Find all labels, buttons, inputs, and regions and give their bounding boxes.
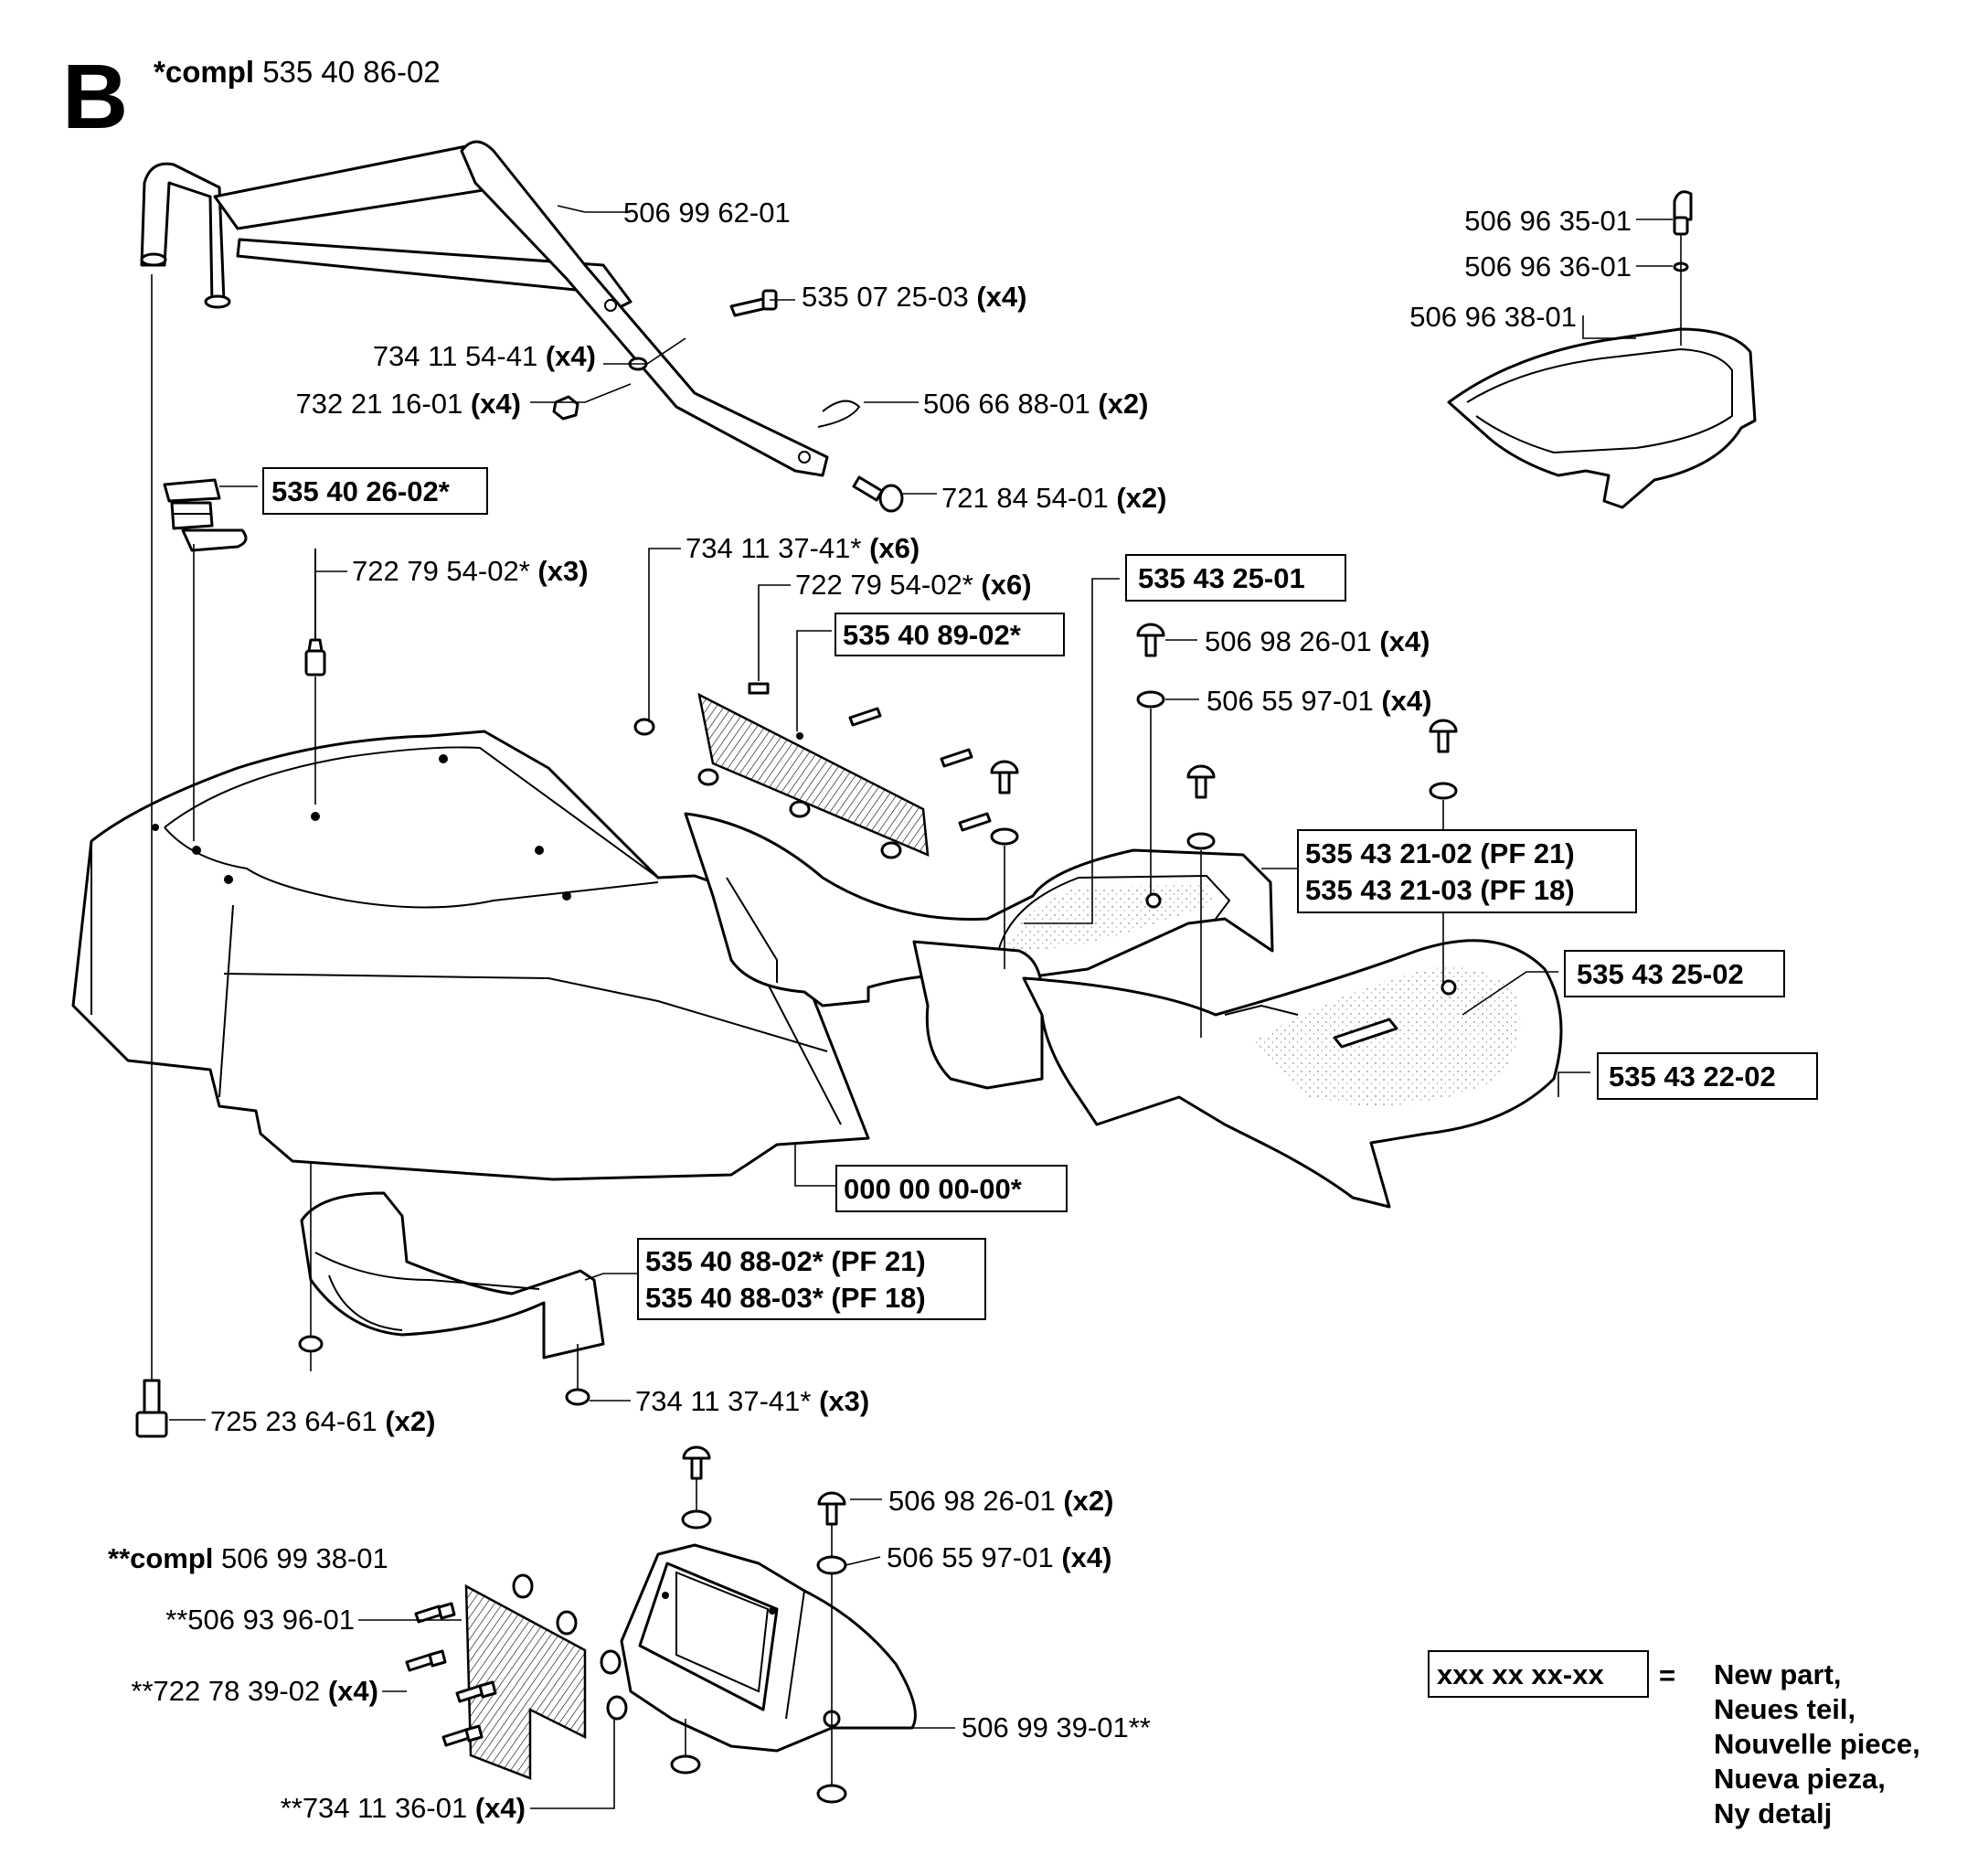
label-washer-right: 506 55 97-01 (x4) [1207,685,1431,717]
legend-line-4: Nueva pieza, [1714,1763,1886,1795]
label-chute-pf21: 535 40 88-02* (PF 21) [645,1245,926,1277]
leader-lines [169,205,1673,1809]
label-hairpin: 506 66 88-01 (x2) [923,388,1148,420]
handle-part [140,140,829,477]
seat-cover-part [1447,327,1757,509]
label-shell-right-top: 535 43 25-01 [1138,562,1305,594]
label-washer-chute: 734 11 37-41* (x3) [635,1385,869,1417]
label-washer-grille: 734 11 37-41* (x6) [686,532,920,564]
washer-right-icon [990,690,1458,850]
label-bolt-top: 535 07 25-03 (x4) [802,281,1026,313]
washer-chute-left-icon [298,1335,324,1353]
legend-line-3: Nouvelle piece, [1714,1728,1920,1760]
label-washer-grille-bottom: **734 11 36-01 (x4) [281,1792,526,1824]
knob-screw-icon [1673,190,1693,236]
label-tray-pf21: 535 43 21-02 (PF 21) [1305,837,1575,869]
washer-grille-icon [633,718,902,859]
chute-part [300,1191,605,1359]
bolt-left-icon [135,1379,168,1438]
section-letter: B [62,46,128,148]
grille-part [697,692,930,857]
label-chute-pf18: 535 40 88-03* (PF 18) [645,1282,926,1314]
label-rivet-left: 722 79 54-02* (x3) [352,555,589,587]
label-latch: 535 40 26-02* [271,475,451,507]
label-screw-right: 506 98 26-01 (x4) [1205,625,1430,657]
cover-right-part [912,939,1563,1209]
legend-line-2: Neues teil, [1714,1693,1855,1725]
screw-bottom-icon [682,1445,846,1526]
rivet-grille-icon [748,682,992,832]
washer-chute-icon [565,1388,590,1406]
compl2-heading: **compl 506 99 38-01 [108,1542,388,1574]
label-handle: 506 99 62-01 [623,197,791,229]
label-pin: 721 84 54-01 (x2) [941,482,1166,514]
label-nut-top: 732 21 16-01 (x4) [296,388,521,420]
nut-top-icon [552,395,579,421]
screw-right-icon [990,623,1458,799]
label-grille-bottom: **506 93 96-01 [165,1604,355,1636]
grille-bottom-part [464,1583,587,1780]
latch-part [163,478,248,552]
washer-grille-bottom-icon [512,1573,628,1721]
hairpin-icon [817,400,861,428]
rivet-left-icon [304,549,326,677]
label-rivet-bottom: **722 78 39-02 (x4) [131,1675,378,1707]
label-tray-pf18: 535 43 21-03 (PF 18) [1305,874,1575,906]
label-box-bottom: 506 99 39-01** [962,1711,1151,1743]
legend-code: xxx xx xx-xx [1437,1658,1604,1690]
label-main-housing: 000 00 00-00* [844,1173,1023,1205]
main-housing-part [71,730,870,1181]
label-shell-right-bottom: 535 43 25-02 [1577,958,1744,990]
box-bottom-part [620,1543,917,1753]
label-grille: 535 40 89-02* [843,619,1022,651]
pin-icon [852,475,904,513]
label-seat-cover: 506 96 38-01 [1409,301,1577,333]
label-washer-top: 734 11 54-41 (x4) [373,340,596,372]
rivet-bottom-icon [405,1602,497,1747]
compl-heading: *compl 535 40 86-02 [154,55,441,89]
label-bolt-left: 725 23 64-61 (x2) [210,1405,435,1437]
legend-equals: = [1659,1659,1675,1691]
bolt-top-icon [729,289,778,317]
label-knob-washer: 506 96 36-01 [1464,251,1632,283]
label-rivet-grille: 722 79 54-02* (x6) [795,569,1032,601]
shell-right-top-part [684,812,1274,1007]
label-knob-screw: 506 96 35-01 [1464,205,1632,237]
label-cover-right: 535 43 22-02 [1609,1061,1776,1093]
label-washer-bottom: 506 55 97-01 (x4) [887,1541,1111,1573]
label-screw-bottom: 506 98 26-01 (x2) [888,1485,1113,1517]
legend: xxx xx xx-xx = New part, Neues teil, Nou… [1428,1650,1920,1829]
legend-line-1: New part, [1714,1658,1842,1690]
legend-line-5: Ny detalj [1714,1797,1832,1829]
